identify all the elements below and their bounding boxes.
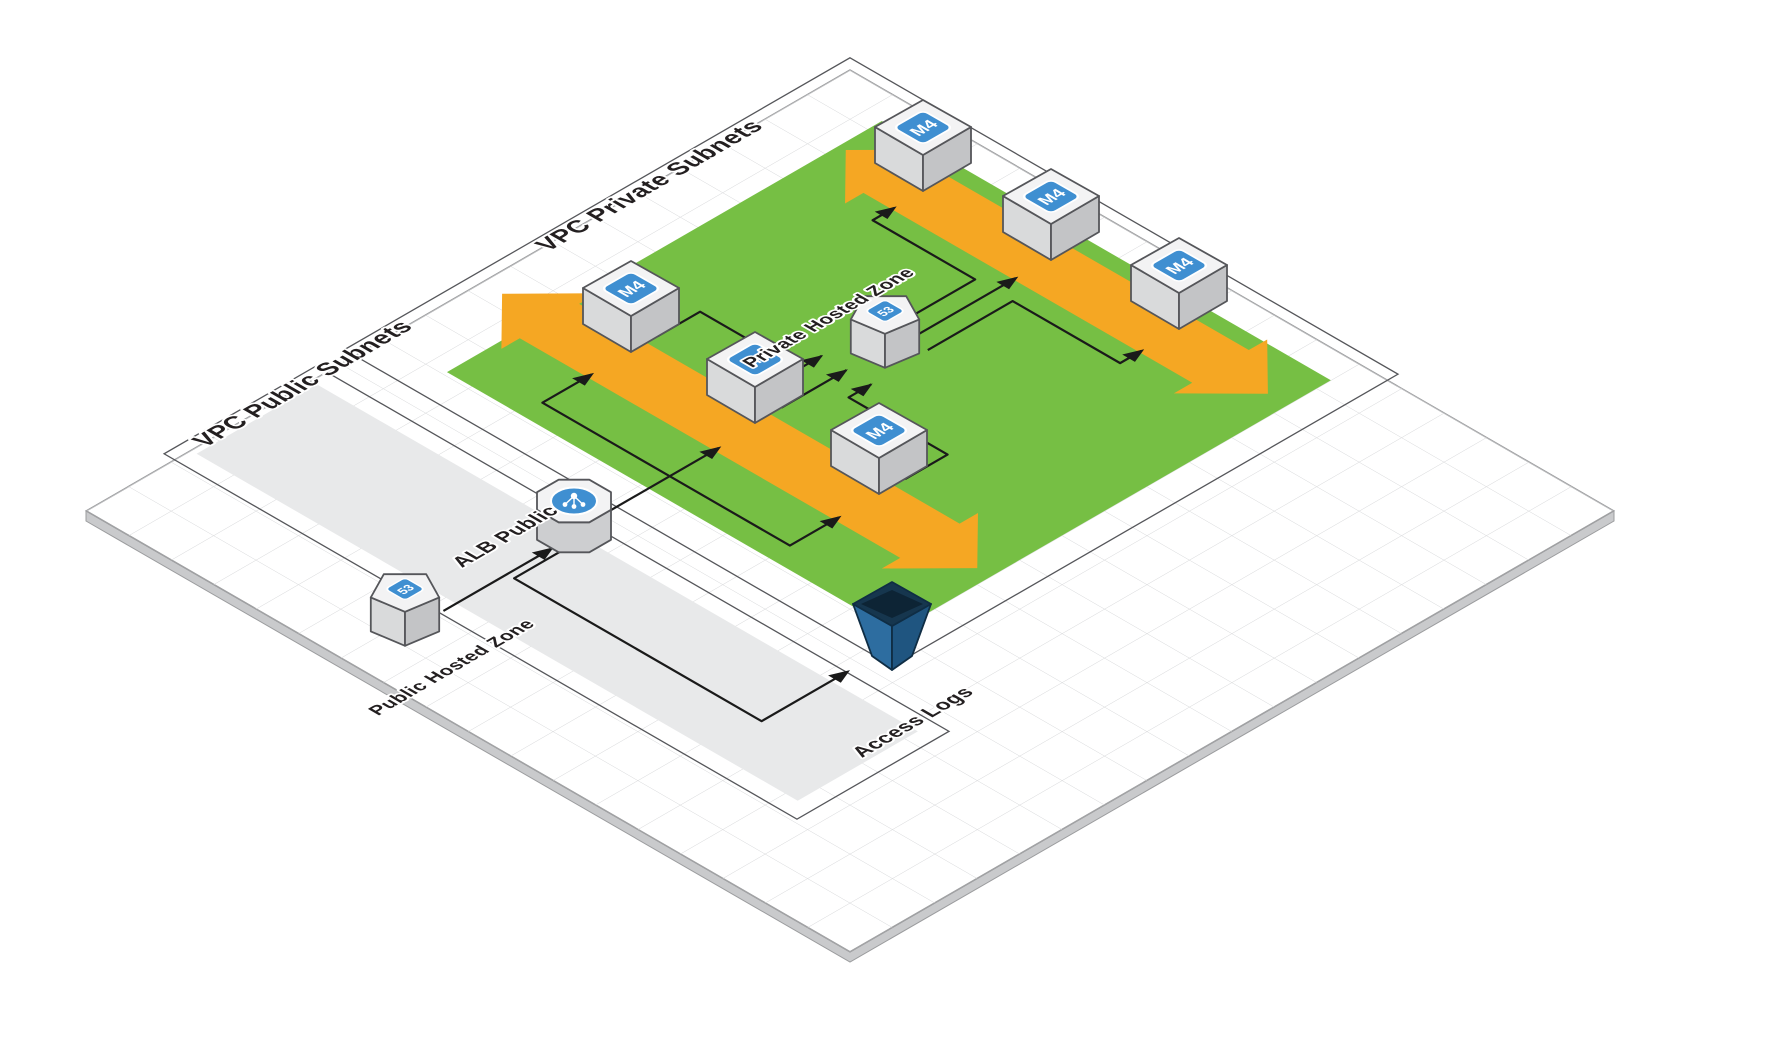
flow-arrow-band-back <box>845 149 1268 394</box>
route53-public-icon: 53 <box>369 573 441 647</box>
route53-private-icon: 53 <box>849 295 921 369</box>
ec2-instance-icon: M4 <box>829 401 929 496</box>
ec2-instance-icon: M4 <box>581 259 681 354</box>
flow-arrow-band-front <box>501 293 978 569</box>
ec2-instance-icon: M4 <box>873 98 973 193</box>
ec2-instance-icon: M4 <box>1001 167 1101 262</box>
ec2-instance-icon: M4 <box>705 330 805 425</box>
ec2-instance-icon: M4 <box>1129 236 1229 331</box>
private-subnet-green-area <box>446 121 1331 632</box>
vpc-public-boundary <box>164 366 949 819</box>
public-subnet-band <box>196 384 918 801</box>
